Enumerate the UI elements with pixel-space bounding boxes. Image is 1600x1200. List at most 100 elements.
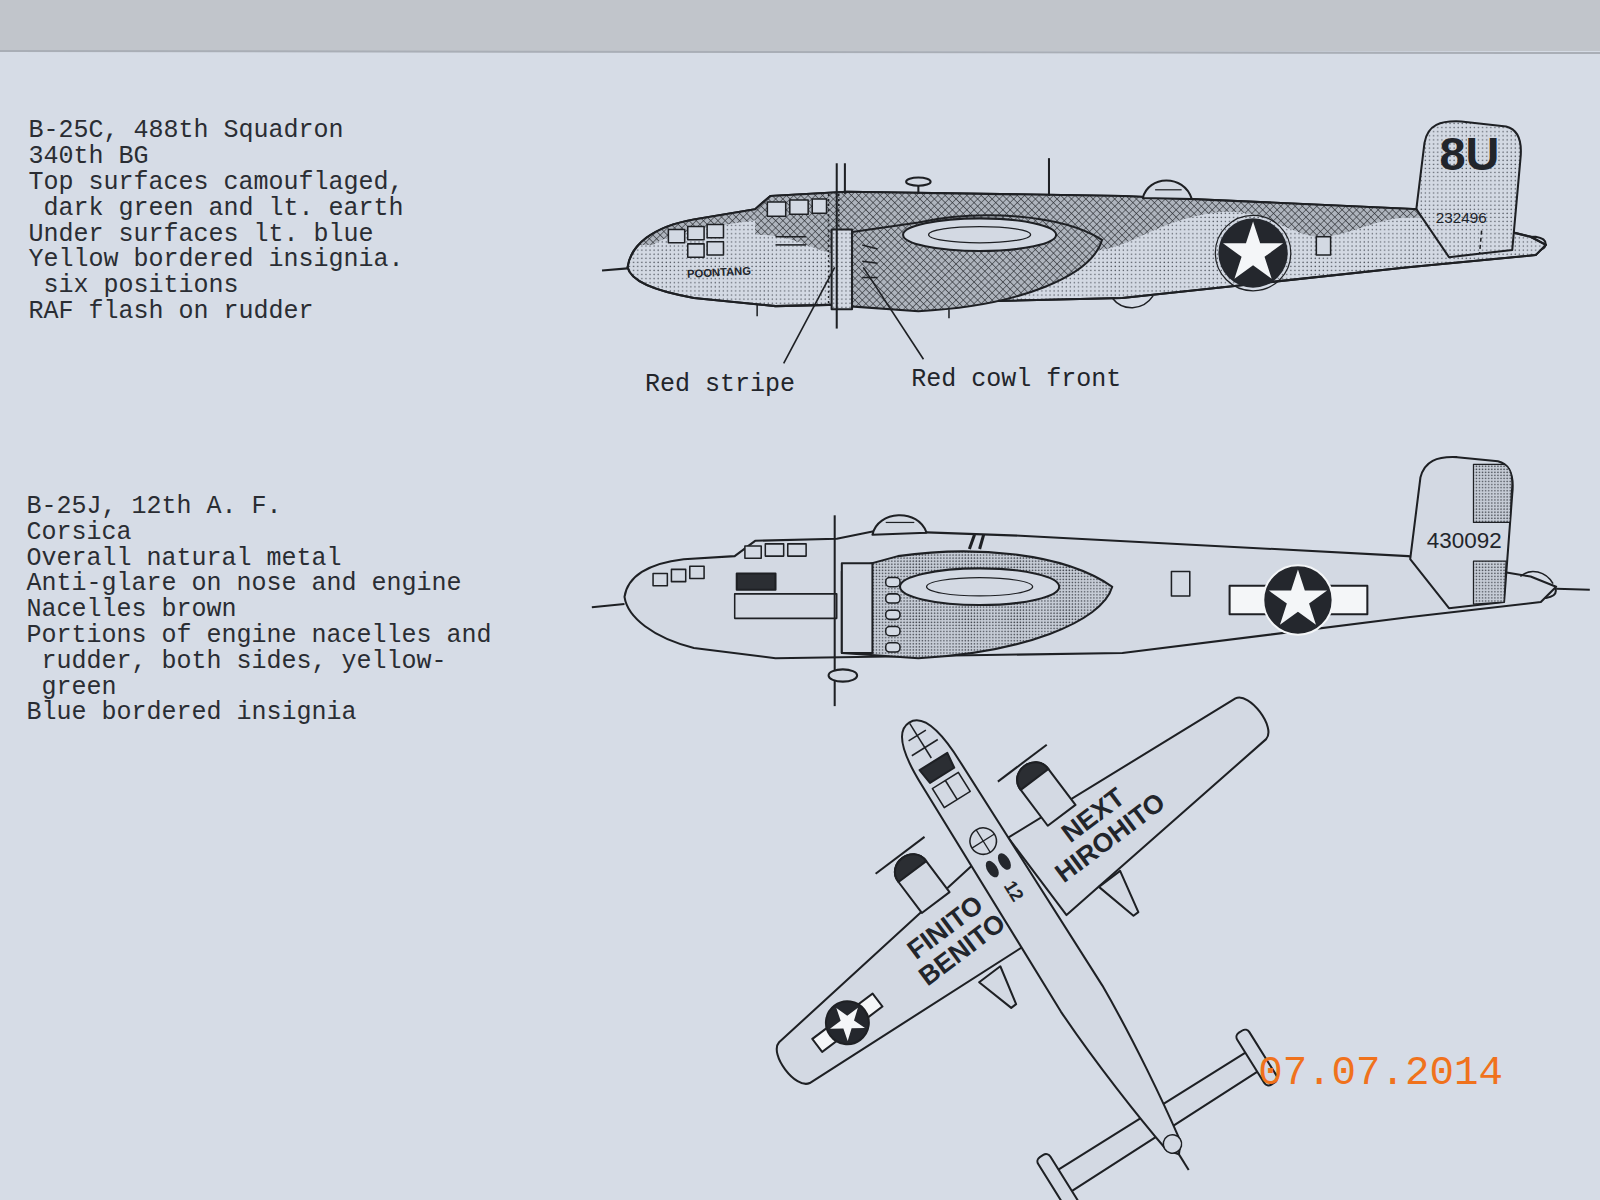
b25j-side-view-rect xyxy=(735,594,837,618)
b25c-side-view-line xyxy=(1480,231,1482,253)
b25j-top-view-g-path xyxy=(1008,671,1287,915)
leader-line-line xyxy=(784,267,835,363)
b25c-side-view-ellipse xyxy=(929,227,1031,243)
b25c-side-view-line xyxy=(836,163,838,328)
aircraft-note: Under surfaces lt. blue xyxy=(29,222,434,248)
leader-line-line xyxy=(863,267,923,359)
b25j-side-view-rect xyxy=(886,578,900,587)
b25c-side-view-rect xyxy=(1316,237,1330,255)
aircraft-note: 340th BG xyxy=(29,144,434,170)
b25c-side-view-line xyxy=(862,245,877,249)
b25j-side-view-rect xyxy=(745,546,761,558)
b25c-side-view-path xyxy=(1143,180,1192,198)
b25j-top-view-line xyxy=(945,781,957,800)
b25j-side-view-rect xyxy=(1171,571,1189,595)
b25j-top-view-path xyxy=(888,710,1199,1168)
b25j-side-view-line xyxy=(592,604,625,607)
b25j-side-view-rect xyxy=(886,594,900,603)
b25j-top-view xyxy=(657,558,1453,1200)
aircraft-note: Corsica xyxy=(27,520,492,546)
b25j-top-view-g-path xyxy=(1099,871,1147,922)
b25j-side-view-ellipse xyxy=(829,669,858,681)
b25j-side-view-circle xyxy=(1263,565,1332,634)
b25c-side-view-path xyxy=(1416,121,1521,257)
aircraft-note: Nacelles brown xyxy=(27,597,492,623)
b25c-side-view-circle xyxy=(1215,215,1291,291)
aircraft-note: Portions of engine nacelles and rudder, … xyxy=(27,623,492,700)
b25j-top-view-g-line xyxy=(998,745,1047,782)
b25j-side-view-rect xyxy=(886,610,900,619)
b25j-top-view-g-use xyxy=(822,998,870,1046)
b25j-side-view-rect xyxy=(886,627,900,636)
b25j-top-view-g-path xyxy=(979,966,1024,1014)
b25j-side-view xyxy=(592,457,1590,706)
b25j-top-view-g-path xyxy=(1011,756,1049,790)
b25c-side-view-ellipse xyxy=(906,178,930,186)
note-block: B-25J, 12th A. F.CorsicaOverall natural … xyxy=(27,494,492,726)
b25j-side-view-rect xyxy=(842,563,873,653)
aircraft-note: B-25C, 488th Squadron xyxy=(29,118,434,144)
b25j-top-view-circle xyxy=(1160,1131,1185,1156)
b25j-side-view-line xyxy=(1556,589,1590,590)
b25j-side-view-ellipse xyxy=(927,578,1033,596)
note-block: B-25C, 488th Squadron340th BGTop surface… xyxy=(29,118,434,325)
b25j-top-view-line xyxy=(1178,1153,1189,1170)
b25c-side-view xyxy=(602,121,1546,328)
b25c-side-view-line xyxy=(862,261,877,263)
b25c-side-view-line xyxy=(756,305,758,316)
tail-code: 8U xyxy=(1439,130,1499,179)
b25c-side-view-ellipse xyxy=(903,218,1056,251)
b25c-side-view-use xyxy=(1223,221,1283,278)
b25j-top-view-circle xyxy=(965,823,1002,860)
b25j-side-view-rect xyxy=(653,573,667,585)
b25c-side-view-path xyxy=(1112,296,1153,308)
b25c-side-view-rect xyxy=(767,202,785,216)
aircraft-note: Top surfaces camouflaged, dark green and… xyxy=(29,170,434,222)
aircraft-note: B-25J, 12th A. F. xyxy=(27,494,492,520)
b25c-side-view-line xyxy=(602,268,628,270)
b25j-side-view-path xyxy=(1410,457,1513,608)
b25c-side-view-line xyxy=(1155,189,1182,190)
b25j-side-view-path xyxy=(1473,464,1512,522)
aircraft-note: Anti-glare on nose and engine xyxy=(27,571,492,597)
aircraft-note: Blue bordered insignia xyxy=(27,700,492,726)
b25c-side-view-rect xyxy=(832,230,852,310)
b25c-side-view-line xyxy=(1048,158,1050,196)
aircraft-illustration-line xyxy=(0,51,1600,53)
b25j-top-view-ellipse xyxy=(995,851,1013,872)
b25j-side-view-line xyxy=(969,535,974,549)
date-stamp: 07.07.2014 xyxy=(1258,1049,1503,1098)
aircraft-note: RAF flash on rudder xyxy=(29,299,434,325)
b25j-top-view-ellipse xyxy=(983,859,1001,880)
paint-callout: Red stripe xyxy=(645,370,795,400)
b25j-top-view-g-circle xyxy=(817,993,877,1053)
b25j-top-view-g-path xyxy=(1011,756,1076,826)
b25j-side-view-path xyxy=(872,515,926,534)
b25c-side-view-rect xyxy=(790,200,808,214)
b25c-side-view-line xyxy=(948,309,950,318)
b25j-side-view-line xyxy=(886,522,915,523)
b25j-top-view-line xyxy=(976,830,990,852)
b25c-side-view-line xyxy=(844,163,846,194)
b25j-side-view-path xyxy=(1520,572,1553,584)
serial-number: 232496 xyxy=(1436,210,1487,226)
b25c-side-view-rect xyxy=(707,242,723,255)
b25c-side-view-rect xyxy=(688,244,704,257)
aircraft-note: Yellow bordered insignia. six positions xyxy=(29,247,434,299)
b25j-side-view-line xyxy=(980,535,984,549)
b25c-side-view-line xyxy=(828,194,830,306)
b25c-side-view-circle xyxy=(1218,218,1287,287)
b25j-side-view-rect xyxy=(765,544,783,556)
b25j-side-view-rect xyxy=(886,643,900,652)
b25j-top-view-rect xyxy=(932,772,970,807)
b25j-side-view-use xyxy=(1269,569,1327,624)
b25j-side-view-path xyxy=(1473,561,1506,604)
leader-line xyxy=(784,267,924,363)
b25j-top-view-g-path xyxy=(888,848,926,882)
b25c-side-view-rect xyxy=(688,227,704,240)
b25c-side-view-path xyxy=(847,215,1102,311)
b25j-top-view-rect xyxy=(1036,1152,1081,1200)
b25j-side-view-path xyxy=(842,551,1112,658)
